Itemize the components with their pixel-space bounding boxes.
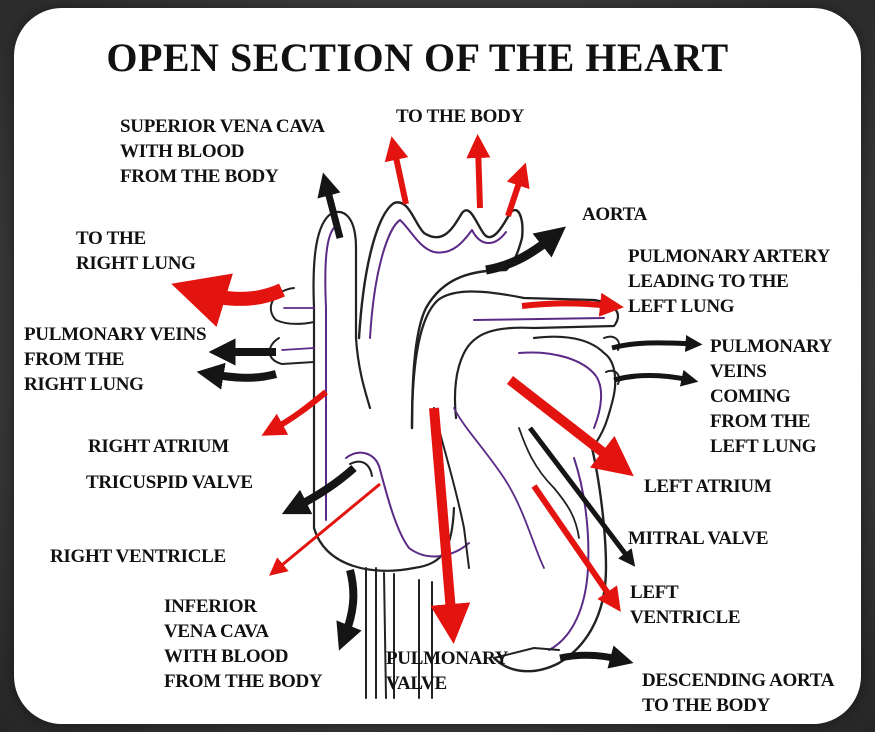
arrow-pulmonary-artery-left-lung — [522, 303, 612, 306]
label-tricuspid-valve: TRICUSPID VALVE — [86, 470, 253, 495]
label-to-right-lung: TO THE RIGHT LUNG — [76, 226, 196, 276]
diagram-title: OPEN SECTION OF THE HEART — [14, 34, 861, 81]
arrow-tricuspid-valve — [294, 468, 354, 508]
arrow-descending-aorta — [560, 655, 622, 660]
label-inferior-vena-cava: INFERIOR VENA CAVA WITH BLOOD FROM THE B… — [164, 594, 322, 694]
label-to-the-body: TO THE BODY — [396, 104, 524, 129]
arrow-to-right-lung — [198, 290, 282, 299]
label-left-atrium: LEFT ATRIUM — [644, 474, 771, 499]
label-pulmonary-artery: PULMONARY ARTERY LEADING TO THE LEFT LUN… — [628, 244, 830, 319]
arrow-pulmonary-vein-left-2 — [614, 376, 690, 381]
label-right-atrium: RIGHT ATRIUM — [88, 434, 229, 459]
arrow-aorta-to-body-1 — [394, 148, 406, 204]
arrow-pulmonary-vein-left-1 — [612, 343, 694, 348]
arrow-right-atrium — [272, 392, 326, 430]
label-right-ventricle: RIGHT VENTRICLE — [50, 544, 226, 569]
label-mitral-valve: MITRAL VALVE — [628, 526, 768, 551]
diagram-card: OPEN SECTION OF THE HEART SUPERIOR VENA … — [14, 8, 861, 724]
arrow-right-ventricle — [276, 484, 380, 570]
red-arrows — [198, 146, 618, 624]
arrow-pulmonary-vein-right-2 — [210, 374, 276, 378]
arrow-inferior-vena-cava — [344, 570, 353, 638]
arrow-aorta-to-body-2 — [478, 146, 480, 208]
label-pulmonary-veins-right: PULMONARY VEINS FROM THE RIGHT LUNG — [24, 322, 206, 397]
label-left-ventricle: LEFT VENTRICLE — [630, 580, 740, 630]
arrow-mitral-valve — [530, 428, 630, 560]
label-pulmonary-valve: PULMONARY VALVE — [386, 646, 508, 696]
label-descending-aorta: DESCENDING AORTA TO THE BODY — [642, 668, 834, 718]
label-superior-vena-cava: SUPERIOR VENA CAVA WITH BLOOD FROM THE B… — [120, 114, 325, 189]
label-aorta: AORTA — [582, 202, 647, 227]
label-pulmonary-veins-left: PULMONARY VEINS COMING FROM THE LEFT LUN… — [710, 334, 832, 459]
